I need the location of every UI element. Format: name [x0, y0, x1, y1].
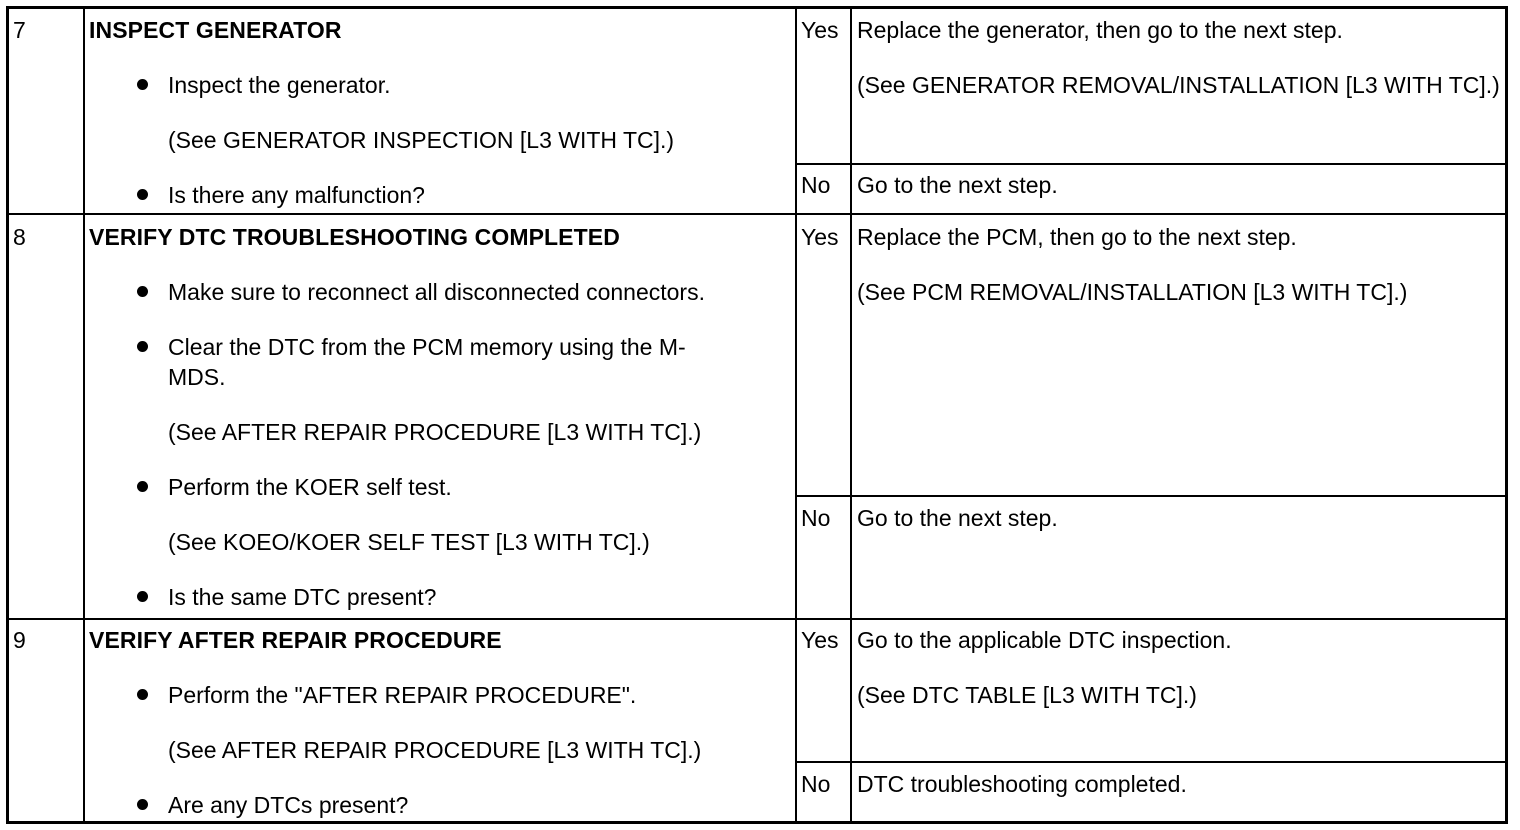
- result-text: Go to the applicable DTC inspection.: [857, 627, 1232, 653]
- reference-item: (See AFTER REPAIR PROCEDURE [L3 WITH TC]…: [168, 419, 702, 445]
- step-number: 9: [13, 627, 26, 653]
- reference-item: (See KOEO/KOER SELF TEST [L3 WITH TC].): [168, 529, 650, 555]
- troubleshooting-table: 7 INSPECT GENERATOR Inspect the generato…: [6, 6, 1508, 824]
- bullet-item: Is the same DTC present?: [89, 582, 789, 612]
- step-content: VERIFY DTC TROUBLESHOOTING COMPLETED Mak…: [89, 222, 789, 612]
- result-reference: (See PCM REMOVAL/INSTALLATION [L3 WITH T…: [857, 279, 1408, 305]
- bullet-item: Are any DTCs present?: [89, 790, 789, 820]
- step-title: INSPECT GENERATOR: [89, 17, 342, 43]
- no-result: DTC troubleshooting completed.: [852, 769, 1505, 799]
- result-text: Replace the generator, then go to the ne…: [857, 17, 1343, 43]
- yes-label: Yes: [801, 17, 839, 43]
- column-divider: [850, 9, 852, 821]
- step-number: 7: [13, 17, 26, 43]
- bullet-item: Clear the DTC from the PCM memory using …: [89, 332, 708, 392]
- result-text: DTC troubleshooting completed.: [857, 771, 1187, 797]
- bullet-item: Perform the KOER self test.: [89, 472, 789, 502]
- bullet-item: Inspect the generator.: [89, 70, 789, 100]
- step-title: VERIFY AFTER REPAIR PROCEDURE: [89, 627, 502, 653]
- yes-result: Replace the generator, then go to the ne…: [852, 15, 1505, 100]
- no-label: No: [801, 771, 831, 797]
- column-divider: [83, 9, 85, 821]
- yes-no-divider: [795, 163, 1505, 165]
- no-result: Go to the next step.: [852, 503, 1505, 533]
- bullet-item: Perform the "AFTER REPAIR PROCEDURE".: [89, 680, 789, 710]
- bullet-item: Make sure to reconnect all disconnected …: [89, 277, 789, 307]
- result-text: Go to the next step.: [857, 505, 1058, 531]
- yes-label: Yes: [801, 627, 839, 653]
- no-result: Go to the next step.: [852, 170, 1505, 200]
- step-number: 8: [13, 224, 26, 250]
- no-label: No: [801, 505, 831, 531]
- bullet-item: Is there any malfunction?: [89, 180, 789, 210]
- reference-item: (See GENERATOR INSPECTION [L3 WITH TC].): [168, 127, 675, 153]
- row-divider: [9, 213, 1505, 215]
- result-reference: (See DTC TABLE [L3 WITH TC].): [857, 682, 1197, 708]
- step-items: Inspect the generator. (See GENERATOR IN…: [89, 70, 789, 210]
- yes-result: Go to the applicable DTC inspection. (Se…: [852, 625, 1505, 710]
- step-content: VERIFY AFTER REPAIR PROCEDURE Perform th…: [89, 625, 789, 820]
- result-text: Replace the PCM, then go to the next ste…: [857, 224, 1297, 250]
- yes-result: Replace the PCM, then go to the next ste…: [852, 222, 1505, 307]
- step-items: Make sure to reconnect all disconnected …: [89, 277, 789, 612]
- yes-no-divider: [795, 761, 1505, 763]
- result-reference: (See GENERATOR REMOVAL/INSTALLATION [L3 …: [857, 72, 1500, 98]
- result-text: Go to the next step.: [857, 172, 1058, 198]
- step-items: Perform the "AFTER REPAIR PROCEDURE". (S…: [89, 680, 789, 820]
- step-title: VERIFY DTC TROUBLESHOOTING COMPLETED: [89, 224, 620, 250]
- no-label: No: [801, 172, 831, 198]
- row-divider: [9, 618, 1505, 620]
- step-content: INSPECT GENERATOR Inspect the generator.…: [89, 15, 789, 210]
- column-divider: [795, 9, 797, 821]
- yes-label: Yes: [801, 224, 839, 250]
- yes-no-divider: [795, 495, 1505, 497]
- reference-item: (See AFTER REPAIR PROCEDURE [L3 WITH TC]…: [168, 737, 702, 763]
